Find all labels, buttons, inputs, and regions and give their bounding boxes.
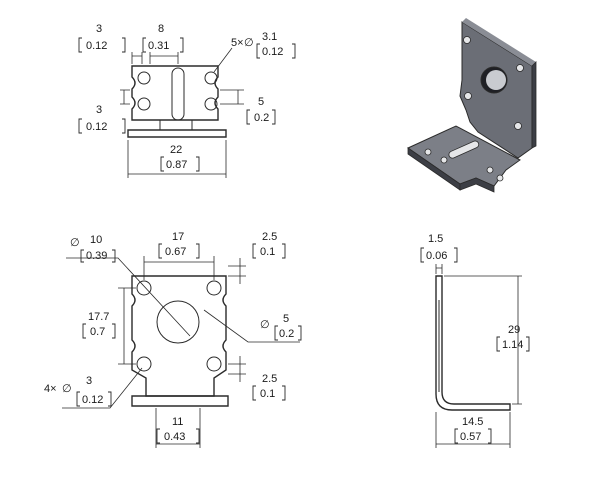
side-dim-depth-in: 0.57: [460, 431, 481, 443]
front-dim-mount-in: 0.12: [82, 394, 103, 406]
front-dim-corner-top-mm: 2.5: [262, 231, 277, 243]
top-dim-edge-right-mm: 5: [258, 96, 264, 108]
iso-hole-a: [463, 36, 471, 44]
front-dim-bighole-in: 0.39: [86, 250, 107, 262]
top-hole-3: [204, 71, 218, 85]
top-dim-edge-left-mm: 3: [96, 104, 102, 116]
front-dim-corner-bottom-mm: 2.5: [262, 373, 277, 385]
top-dim-slot-mm: 8: [158, 23, 164, 35]
side-dim-height-in: 1.14: [502, 339, 523, 351]
front-dim-corner-bottom-in: 0.1: [260, 388, 275, 400]
front-dim-mount-symbol: ∅: [62, 383, 72, 395]
top-dim-inset-in: 0.12: [86, 40, 107, 52]
iso-base-hole-4: [496, 174, 504, 182]
front-dim-mount-count: 4×: [44, 383, 57, 395]
side-dim-depth-mm: 14.5: [462, 416, 483, 428]
top-dim-edge-right-in: 0.2: [254, 112, 269, 124]
front-dim-corner-top-in: 0.1: [260, 246, 275, 258]
iso-base-hole-2: [440, 156, 448, 164]
top-dim-inset-mm: 3: [96, 23, 102, 35]
iso-hole-d: [514, 122, 522, 130]
side-dim-thickness-mm: 1.5: [428, 233, 443, 245]
isometric-view: [406, 18, 537, 193]
front-dim-spacing-in: 0.67: [165, 246, 186, 258]
side-view-profile: [435, 275, 511, 411]
top-hole-2: [137, 97, 151, 111]
top-view-base: [127, 129, 227, 138]
top-dim-holes-count: 5×: [231, 37, 244, 49]
front-dim-spacing-mm: 17: [172, 231, 184, 243]
front-dim-mount-mm: 3: [86, 375, 92, 387]
front-hole-bl: [136, 356, 152, 372]
side-dim-thickness-in: 0.06: [426, 250, 447, 262]
side-view: 1.5 0.06 29 1.14 14.5 0.57: [420, 233, 530, 448]
front-dim-height-mm: 17.7: [88, 311, 109, 323]
front-hole-tl: [136, 280, 152, 296]
top-dim-slot-in: 0.31: [148, 40, 169, 52]
front-dim-smallhole-mm: 5: [283, 313, 289, 325]
front-dim-bighole-symbol: ∅: [70, 237, 80, 249]
front-view: ∅ 10 0.39 17 0.67 2.5 0.1 17.7 0.7 ∅ 5 0…: [44, 231, 302, 448]
front-hole-tr: [206, 280, 222, 296]
iso-hole-c: [464, 92, 472, 100]
front-center-hole: [156, 300, 200, 344]
top-dim-width-mm: 22: [170, 144, 182, 156]
front-view-plate: [131, 275, 227, 397]
front-view-base: [131, 395, 229, 407]
top-dim-edge-left-in: 0.12: [86, 121, 107, 133]
front-dim-basewidth-in: 0.43: [164, 431, 185, 443]
front-dim-bighole-mm: 10: [90, 234, 102, 246]
top-dim-width-in: 0.87: [166, 159, 187, 171]
top-view-plate: [131, 65, 219, 121]
top-dim-holes-in: 0.12: [262, 46, 283, 58]
top-dim-holes-mm: 3.1: [262, 31, 277, 43]
top-view: 3 0.12 8 0.31 5× ∅ 3.1 0.12 3 0.12 5 0.2…: [78, 23, 296, 178]
iso-hole-b: [516, 64, 524, 72]
front-dim-smallhole-symbol: ∅: [260, 319, 270, 331]
front-dim-smallhole-in: 0.2: [279, 328, 294, 340]
top-hole-1: [137, 71, 151, 85]
front-dim-basewidth-mm: 11: [172, 416, 183, 428]
iso-base-hole-3: [486, 166, 494, 174]
iso-base-hole-1: [424, 148, 432, 156]
front-dim-height-in: 0.7: [90, 326, 105, 338]
iso-base-slot: [448, 140, 480, 159]
top-slot: [171, 67, 185, 121]
front-hole-br: [206, 356, 222, 372]
side-dim-height-mm: 29: [508, 324, 520, 336]
top-hole-4: [204, 97, 218, 111]
top-dim-holes-symbol: ∅: [244, 37, 254, 49]
